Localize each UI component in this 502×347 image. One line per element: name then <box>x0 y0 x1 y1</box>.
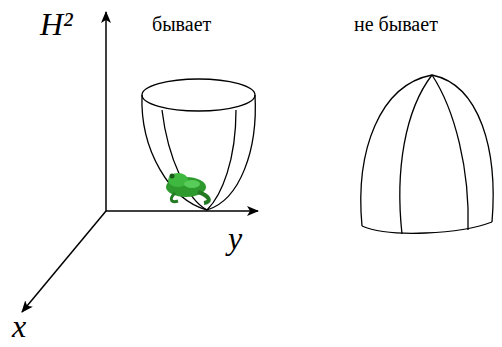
axis-label: H² <box>40 8 73 40</box>
axis-label: y <box>228 222 242 254</box>
caption-label: бывает <box>152 14 211 34</box>
frog <box>166 173 209 203</box>
axis-label: x <box>12 310 26 342</box>
caption-label: не бывает <box>354 14 438 34</box>
